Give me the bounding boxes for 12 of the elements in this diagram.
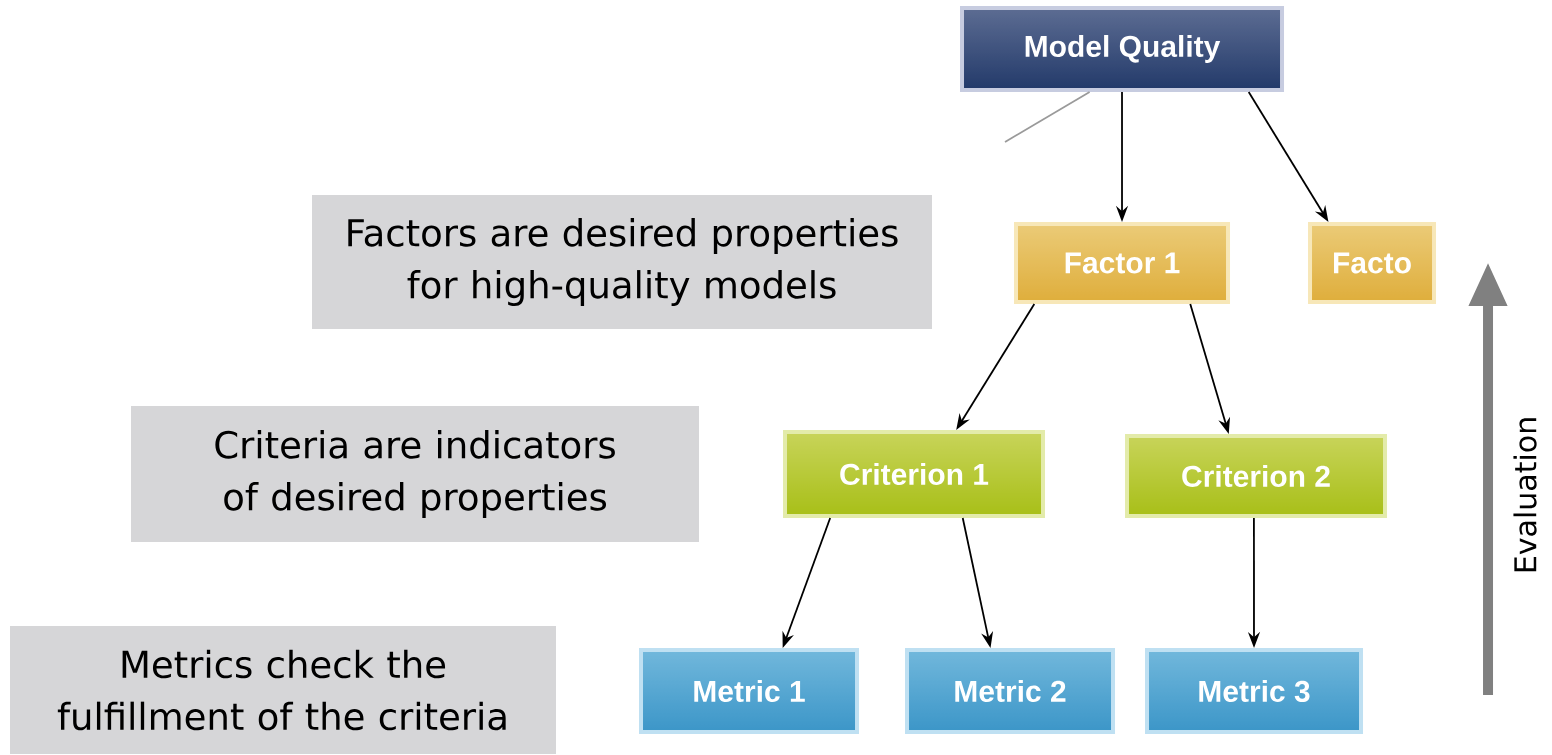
- hierarchy-box: Metric 2: [905, 648, 1115, 734]
- note-box: Metrics check the fulfillment of the criteria: [10, 626, 556, 754]
- axis-label: Evaluation: [1513, 418, 1537, 572]
- hierarchy-box: Model Quality: [960, 6, 1284, 92]
- hierarchy-box: Metric 1: [639, 648, 859, 734]
- hierarchy-box: Facto: [1308, 222, 1436, 304]
- hierarchy-box: Factor 1: [1014, 222, 1230, 304]
- hierarchy-box: Metric 3: [1145, 648, 1363, 734]
- hierarchy-box: Criterion 2: [1125, 434, 1387, 518]
- hierarchy-box: Criterion 1: [783, 430, 1045, 518]
- note-box: Criteria are indicators of desired properties: [131, 406, 699, 542]
- note-box: Factors are desired properties for high-quality models: [312, 195, 932, 329]
